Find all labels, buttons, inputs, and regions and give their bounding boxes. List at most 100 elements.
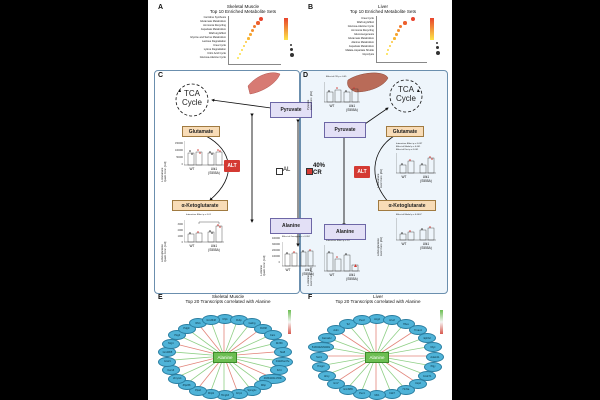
network-node: Adm (326, 325, 345, 336)
panel-b-title-2: Top 10 Enriched Metabolite Sets (349, 9, 417, 15)
glutamate-box-right: Glutamate (386, 126, 424, 137)
d-ala-plot (324, 245, 360, 272)
network-node: Adam11 (426, 352, 444, 362)
panel-e-letter: E (158, 294, 163, 301)
network-node: Ahcy (317, 371, 336, 381)
d-pyr-effect: Effect of CR p = 0.05 (326, 76, 347, 78)
enrichment-row-label: Carnitine Synthesis (203, 16, 226, 19)
d-pyr-plot (324, 82, 360, 103)
tick-label: 3000 (177, 223, 183, 226)
tick-label: 0 (278, 261, 280, 264)
tick-label: 2000 (177, 229, 183, 232)
tick-label: 150000 (175, 142, 183, 145)
d-akg-x-wt: WT (401, 242, 407, 246)
network-node: Nrg4 (161, 338, 180, 349)
enrichment-row-label: Glycolysis (362, 53, 374, 56)
panel-a-title-1: Skeletal Muscle (226, 4, 260, 9)
network-edge (360, 319, 377, 357)
panel-c-letter: C (158, 72, 164, 79)
tca-cycle-right-label: TCA Cycle (395, 85, 416, 103)
d-pyr-x-ulk: Ulk1 (S555A) (346, 104, 358, 112)
enrichment-row-label: Malate-Aspartate Shuttle (345, 49, 374, 52)
c-glu-ylabel: L-Glutamate Quant Conc. [AU] (161, 161, 167, 182)
c-glu-plot (184, 141, 224, 166)
network-edge (223, 322, 252, 357)
network-node: 5430422M14Rik (307, 342, 335, 353)
network-node: Nfyc (424, 342, 443, 353)
panel-e-title-2: Top 20 Transcripts correlated with Alani… (185, 299, 271, 305)
panel-f-title-1: Liver (373, 294, 383, 299)
figure: A Skeletal Muscle Top 10 Enriched Metabo… (148, 0, 452, 400)
d-glu-x-ulk: Ulk1 (S555A) (420, 175, 432, 183)
tick-label: 200000 (272, 249, 280, 252)
panel-a-plot (228, 16, 281, 65)
glutamate-box-left: Glutamate (182, 126, 220, 137)
correlation-colorbar (288, 310, 291, 334)
network-node: 4933420G17Rik (259, 373, 287, 384)
panel-b-title-1: Liver (378, 4, 388, 9)
akg-box-left: α-Ketoglutarate (172, 200, 228, 211)
network-node: Gabrg (242, 318, 261, 329)
network-node: Zmym4 (168, 373, 187, 384)
d-glu-x-wt: WT (401, 175, 407, 179)
network-node: Pex2 (352, 315, 371, 326)
network-node: Gm7 (326, 378, 345, 389)
d-glu-ylabel: L-Glutamate Liver Conc. [AU] (377, 169, 383, 188)
d-ala-x-wt: WT (329, 273, 335, 277)
network-node: Gm3648 (202, 315, 221, 326)
alt-box-left: ALT (224, 160, 240, 172)
enrichment-row-label: Glutamate Metabolism (348, 37, 374, 40)
d-pyr-ylabel: Pyruvate Liver Conc. [AU] (307, 91, 313, 110)
d-glu-effect-1: Interaction Effect p = 0.037 (396, 143, 423, 145)
akg-box-right: α-Ketoglutarate (378, 200, 436, 211)
legend-al-swatch (276, 168, 283, 175)
tick-label: 300000 (272, 243, 280, 246)
panel-b-colorbar (430, 18, 434, 40)
c-ala-x-wt: WT (285, 268, 291, 272)
tick-label: 400000 (272, 237, 280, 240)
network-hub-alanine: Alanine (213, 351, 237, 363)
legend-cr-swatch (306, 168, 313, 175)
d-pyr-x-wt: WT (329, 104, 335, 108)
network-edge (346, 322, 377, 357)
network-node: Zfp238 (177, 380, 196, 391)
panel-a-colorbar (284, 18, 288, 40)
network-node: Cacna1c (317, 333, 336, 343)
muscle-icon (247, 72, 281, 95)
panel-b-plot (376, 16, 427, 63)
panel-f-title: Liver Top 20 Transcripts correlated with… (318, 294, 438, 305)
network-edge (209, 318, 225, 357)
enrichment-row-label: Gluconeogenesis (353, 33, 374, 36)
panel-d-box (300, 70, 448, 294)
network-node: Trnau1 (409, 325, 427, 336)
panel-a-title: Skeletal Muscle Top 10 Enriched Metaboli… (188, 4, 298, 15)
alt-box-right: ALT (354, 166, 370, 178)
legend-cr-label: 40% CR (313, 163, 326, 176)
network-node: Gm21 (158, 356, 177, 367)
network-edge (375, 322, 406, 357)
network-edge (196, 322, 225, 357)
network-node: Usp2 (409, 378, 427, 389)
enrichment-row-label: Glutamate Metabolism (200, 20, 226, 23)
tick-label: 100000 (272, 255, 280, 258)
panel-e-title: Skeletal Muscle Top 20 Transcripts corre… (168, 294, 288, 305)
pyruvate-box-left: Pyruvate (270, 102, 312, 118)
enrichment-row-label: Citric Acid Cycle (207, 52, 226, 55)
d-akg-ylabel: α-Ketoglutarate Liver Conc. [AU] (377, 237, 383, 256)
d-glu-effect-3: Effect of Diet p = 0.001 (396, 149, 419, 151)
enrichment-row-label: Warburg Effect (208, 32, 226, 35)
network-node: Rnf38 (254, 323, 273, 334)
enrichment-row-label: Urea Cycle (213, 44, 226, 47)
network-node: Ppa2 (189, 385, 208, 396)
c-glu-x-wt: WT (189, 167, 195, 171)
enrichment-row-label: Urea Cycle (361, 17, 374, 20)
d-ala-ylabel: L-Alanine Liver Conc. [AU] (307, 267, 313, 286)
network-node: Gm4965 (339, 384, 357, 395)
tick-label: 0 (181, 241, 183, 244)
panel-d-letter: D (303, 72, 309, 79)
c-akg-ylabel: α-Ketoglutarate Quant Conc. [AU] (161, 241, 167, 262)
enrichment-row-label: Ammonia Recycling (203, 24, 226, 27)
